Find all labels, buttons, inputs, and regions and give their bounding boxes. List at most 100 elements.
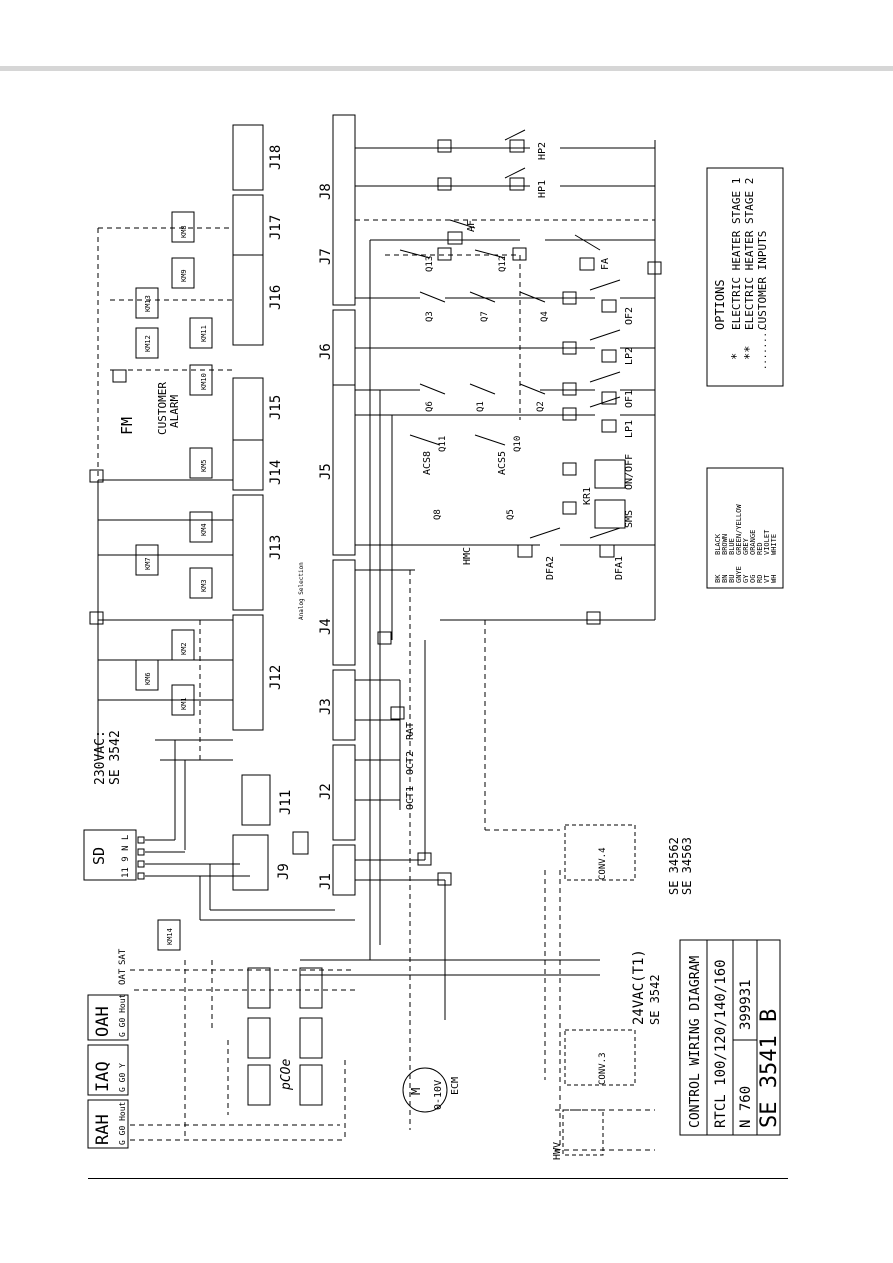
rah-pins: G G0 Hout	[118, 1101, 127, 1145]
kr1-label: KR1	[582, 487, 593, 505]
sd-label: SD	[90, 847, 108, 865]
contactor-km9: KM9	[180, 269, 188, 282]
contactor-km8: KM8	[180, 225, 188, 238]
motor-letter: M	[409, 1088, 423, 1095]
footer-rule	[88, 1178, 788, 1179]
conv-ref-1: SE 34562	[667, 837, 681, 895]
color-name-rd: RED	[756, 542, 764, 555]
fa-label: FA	[600, 258, 611, 270]
oct1-label: OCT1	[405, 786, 416, 810]
connector-labels: J1J2J3J4J5J6J7J8J9J11J12J13J14J15J16J17J…	[268, 145, 334, 890]
lp1-label: LP1	[624, 420, 635, 438]
hwv-box	[562, 1109, 604, 1156]
onoff-label: ON/OFF	[624, 454, 635, 490]
connector-j1: J1	[318, 873, 334, 890]
option-text-1: ELECTRIC HEATER STAGE 1	[730, 178, 743, 330]
doc-text: SE 3541 B	[757, 1009, 782, 1128]
connector-j13: J13	[268, 535, 284, 560]
color-code-bk: BK	[714, 574, 722, 583]
models-text: RTCL 100/120/140/160	[713, 959, 729, 1128]
connector-j11: J11	[278, 790, 294, 815]
sd-pins-label: 11 9 N L	[121, 835, 131, 878]
contactor-km5: KM5	[200, 459, 208, 472]
switch-q5: Q5	[506, 509, 516, 520]
acs5-label: ACS5	[497, 451, 508, 475]
option-text-2: ELECTRIC HEATER STAGE 2	[743, 178, 756, 330]
contactor-km7: KM7	[144, 557, 152, 570]
color-name-bu: BLUE	[728, 538, 736, 555]
connector-j4: J4	[318, 618, 334, 635]
hp2-label: HP2	[537, 142, 548, 160]
oah-label: OAH	[93, 1006, 113, 1037]
conv3-box	[564, 1029, 636, 1086]
color-name-og: ORANGE	[749, 530, 757, 555]
switch-q10: Q10	[513, 436, 523, 452]
options-legend: OPTIONS * ELECTRIC HEATER STAGE 1 ** ELE…	[713, 178, 769, 370]
option-lines	[97, 219, 655, 1151]
title-text: CONTROL WIRING DIAGRAM	[688, 956, 703, 1128]
title-block-frame	[679, 939, 781, 1136]
color-code-vt: VT	[763, 574, 771, 583]
hmc-label: HMC	[462, 547, 473, 565]
option-sym-2: **	[742, 346, 756, 360]
color-name-gnye: GREEN/YELLOW	[735, 504, 743, 555]
connector-j7: J7	[318, 248, 334, 265]
title-block-text: CONTROL WIRING DIAGRAM RTCL 100/120/140/…	[688, 956, 782, 1128]
alarm-label-1: CUSTOMER	[156, 382, 169, 435]
pcoe-board	[247, 967, 323, 1106]
left-labels: 230VAC: SE 3542 24VAC(T1) SE 3542 SE 345…	[90, 382, 694, 1160]
color-code-og: OG	[749, 575, 757, 583]
switch-q7: Q7	[480, 311, 490, 322]
color-code-gy: GY	[742, 574, 750, 583]
alarm-label-2: ALARM	[168, 395, 181, 428]
terminal-boxes	[89, 139, 662, 886]
connector-j14: J14	[268, 460, 284, 485]
contactor-km10: KM10	[200, 373, 208, 390]
dfa2-label: DFA2	[545, 556, 556, 580]
part-text: 399931	[738, 979, 754, 1030]
connector-j8: J8	[318, 183, 334, 200]
contactor-km6: KM6	[144, 672, 152, 685]
header-rule	[0, 66, 893, 71]
color-code-rd: RD	[756, 575, 764, 583]
color-code-bu: BU	[728, 575, 736, 583]
connector-j2: J2	[318, 783, 334, 800]
contactor-km2: KM2	[180, 642, 188, 655]
option-text-3: CUSTOMER INPUTS	[756, 231, 769, 330]
form-text: N 760	[738, 1086, 754, 1128]
connector-j6: J6	[318, 343, 334, 360]
contactor-km14: KM14	[166, 928, 174, 945]
oah-pins: G G0 Hout	[118, 993, 127, 1037]
options-heading: OPTIONS	[713, 279, 727, 330]
sensor-boxes	[83, 829, 137, 1149]
switch-q11: Q11	[438, 436, 448, 452]
motor-label: 0-10V	[433, 1080, 444, 1110]
fm-label: FM	[118, 417, 136, 435]
switch-q6: Q6	[425, 401, 435, 412]
switch-q8: Q8	[433, 509, 443, 520]
contactor-km4: KM4	[200, 523, 208, 536]
supply-left-2: SE 3542	[108, 730, 123, 785]
switch-q12: Q12	[498, 256, 508, 272]
switch-symbols	[399, 129, 626, 558]
switch-q1: Q1	[476, 401, 486, 412]
supply-bottom-2: SE 3542	[648, 974, 662, 1025]
conv4-box	[564, 824, 636, 881]
of2-label: OF2	[624, 307, 635, 325]
switch-q4: Q4	[540, 311, 550, 322]
color-name-bn: BROWN	[721, 534, 729, 555]
controller-board-left	[232, 124, 309, 891]
options-legend-frame	[706, 167, 784, 387]
sms-label: SMS	[624, 510, 635, 528]
lp2-label: LP2	[624, 347, 635, 365]
switch-q3: Q3	[425, 311, 435, 322]
left-wiring	[97, 479, 355, 921]
option-sym-1: *	[729, 353, 743, 360]
color-name-bk: BLACK	[714, 533, 722, 555]
vertical-trunks	[300, 240, 600, 1020]
dfa1-label: DFA1	[614, 556, 625, 580]
iaq-pins: G G0 Y	[118, 1063, 127, 1092]
hp1-label: HP1	[537, 180, 548, 198]
